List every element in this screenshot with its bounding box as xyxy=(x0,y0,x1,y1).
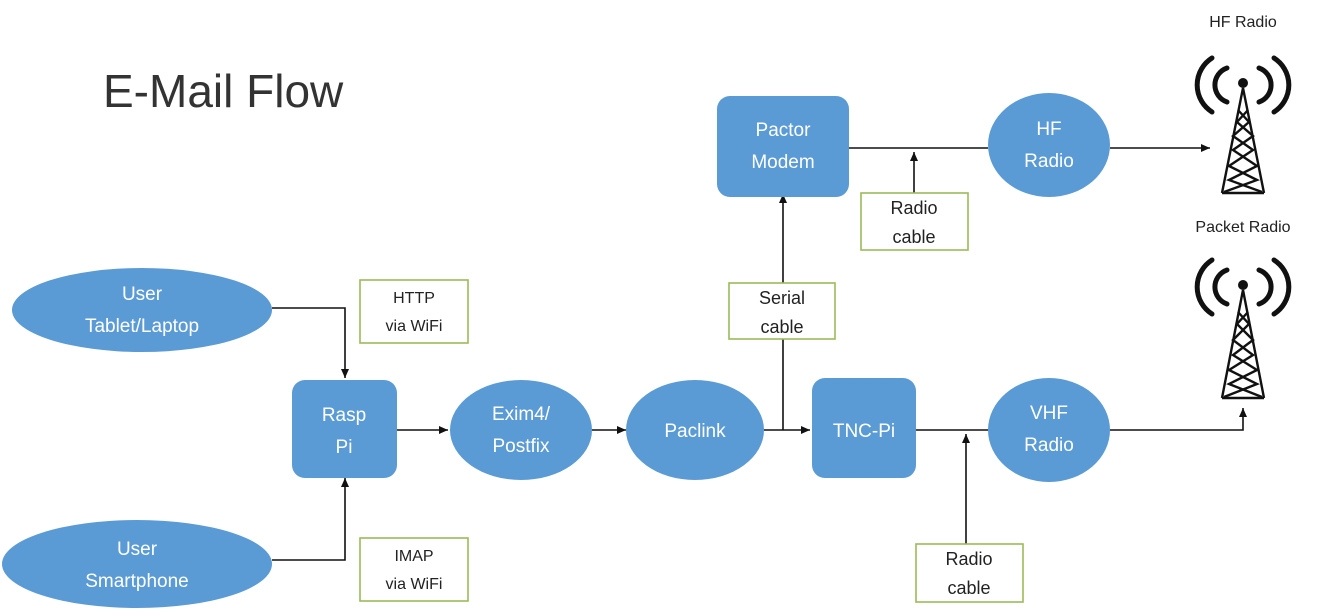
label-http-wifi: HTTP via WiFi xyxy=(359,279,469,344)
diagram-title: E-Mail Flow xyxy=(103,65,344,117)
label-http-line2: via WiFi xyxy=(386,318,443,335)
node-tnc-pi-label: TNC-Pi xyxy=(833,421,895,442)
node-user-tablet-line2: Tablet/Laptop xyxy=(85,316,199,337)
packet-antenna-label: Packet Radio xyxy=(1195,219,1290,236)
hf-antenna: HF Radio xyxy=(1194,14,1292,195)
packet-antenna: Packet Radio xyxy=(1194,219,1292,400)
label-radio-vhf-line2: cable xyxy=(947,578,990,598)
packet-radio-waves-icon xyxy=(1194,257,1292,317)
label-http-line1: HTTP xyxy=(393,290,435,307)
hf-antenna-label: HF Radio xyxy=(1209,14,1277,31)
node-tnc-pi: TNC-Pi xyxy=(812,378,916,478)
label-serial-line2: cable xyxy=(760,317,803,337)
connector-phone-to-pi xyxy=(272,478,349,561)
node-paclink-label: Paclink xyxy=(664,421,726,442)
node-hf-radio-line1: HF xyxy=(1036,119,1061,140)
label-radio-hf-line2: cable xyxy=(892,227,935,247)
label-imap-line1: IMAP xyxy=(394,548,433,565)
node-exim-postfix: Exim4/ Postfix xyxy=(450,380,592,480)
node-user-tablet: User Tablet/Laptop xyxy=(12,268,272,352)
node-user-phone-line1: User xyxy=(117,539,158,560)
hf-tower-icon xyxy=(1220,78,1266,195)
node-paclink: Paclink xyxy=(626,380,764,480)
node-exim-line1: Exim4/ xyxy=(492,404,551,425)
node-vhf-radio: VHF Radio xyxy=(988,378,1110,482)
node-user-phone-line2: Smartphone xyxy=(85,571,189,592)
node-user-tablet-line1: User xyxy=(122,284,163,305)
label-imap-wifi: IMAP via WiFi xyxy=(359,537,469,602)
label-radio-hf-line1: Radio xyxy=(890,198,937,218)
label-radio-cable-vhf: Radio cable xyxy=(915,543,1024,603)
node-rasp-pi-line2: Pi xyxy=(336,437,353,458)
packet-tower-icon xyxy=(1220,280,1266,400)
node-pactor-modem: Pactor Modem xyxy=(717,96,849,197)
hf-radio-waves-icon xyxy=(1194,55,1292,115)
node-hf-radio-line2: Radio xyxy=(1024,151,1074,172)
label-imap-line2: via WiFi xyxy=(386,576,443,593)
connectors xyxy=(272,144,1247,561)
node-rasp-pi-line1: Rasp xyxy=(322,405,366,426)
connector-vhf-to-antenna xyxy=(1110,408,1247,431)
node-vhf-radio-line2: Radio xyxy=(1024,435,1074,456)
label-serial-line1: Serial xyxy=(759,288,805,308)
node-pactor-line1: Pactor xyxy=(756,120,812,141)
node-user-phone: User Smartphone xyxy=(2,520,272,608)
node-pactor-line2: Modem xyxy=(751,152,814,173)
label-radio-cable-hf: Radio cable xyxy=(860,192,969,251)
node-hf-radio: HF Radio xyxy=(988,93,1110,197)
label-radio-vhf-line1: Radio xyxy=(945,549,992,569)
node-exim-line2: Postfix xyxy=(492,436,550,457)
connector-tablet-to-pi xyxy=(272,307,349,378)
label-serial-cable: Serial cable xyxy=(728,282,836,340)
node-vhf-radio-line1: VHF xyxy=(1030,403,1068,424)
node-rasp-pi: Rasp Pi xyxy=(292,380,397,478)
